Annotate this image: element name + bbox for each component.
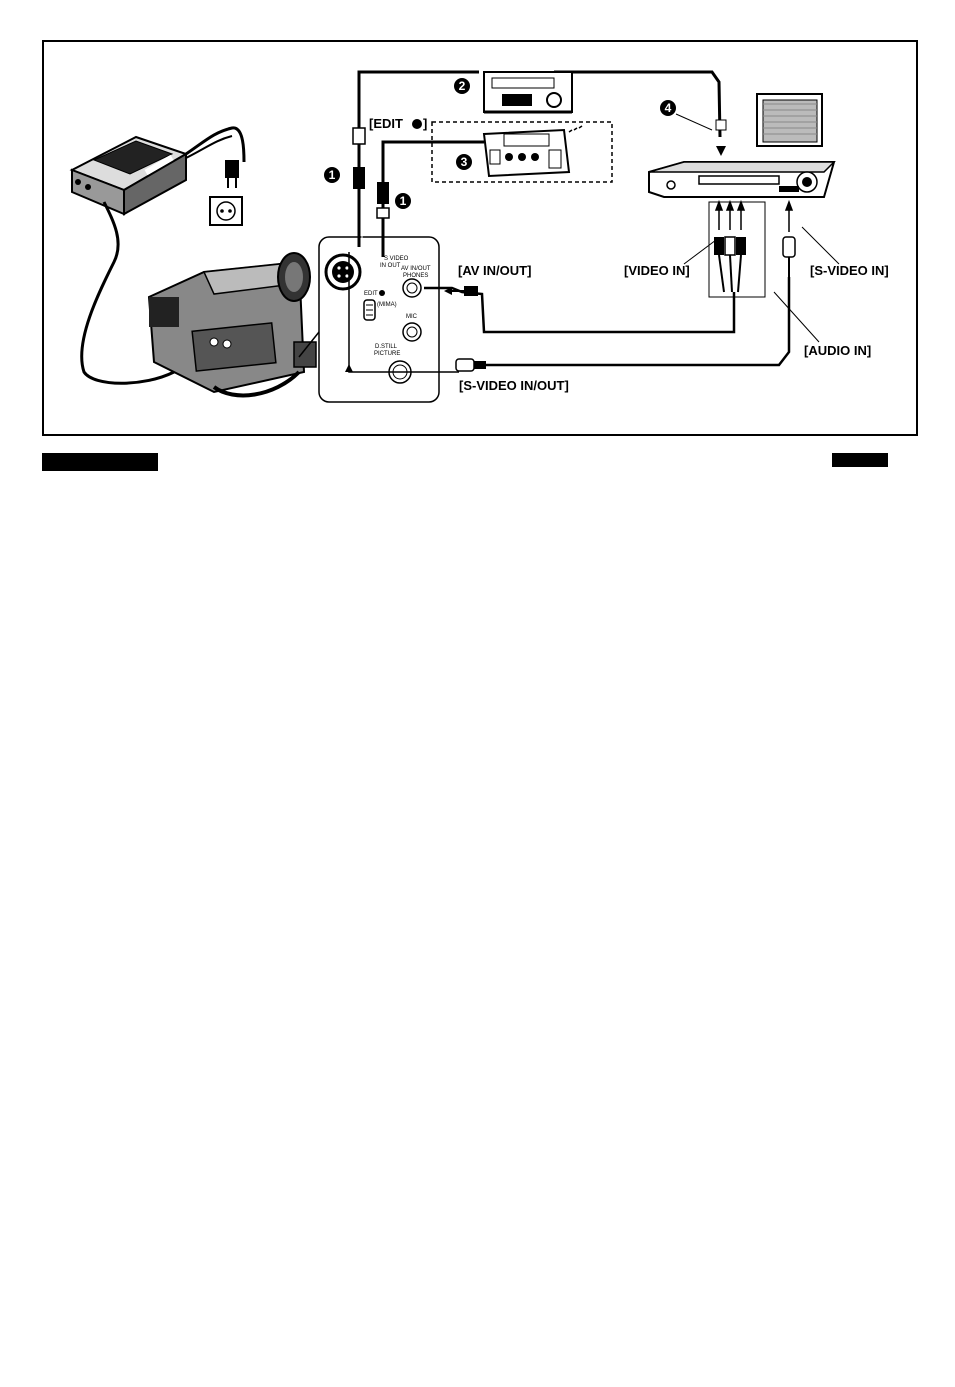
svg-text:4: 4 (665, 101, 672, 115)
page-bar-right (832, 453, 888, 467)
connection-diagram: S VIDEO IN OUT AV IN/OUT PHONES EDIT (MI… (42, 40, 918, 436)
svg-text:1: 1 (400, 194, 407, 208)
vcr-illustration (649, 162, 834, 197)
callout-2-badge: 2 (454, 78, 470, 94)
video-in-label: [VIDEO IN] (624, 263, 690, 278)
audio-in-label: [AUDIO IN] (804, 343, 871, 358)
panel-s-video-label-2: IN OUT (380, 263, 401, 269)
callout-1-badge: 1 (324, 167, 340, 183)
plug-icon (225, 160, 239, 188)
edit-jack-label: [EDIT (369, 116, 403, 131)
camcorder-illustration (149, 253, 316, 395)
svg-text:2: 2 (459, 79, 466, 93)
edit-jack-label-end: ] (423, 116, 427, 131)
callout-4-badge: 4 (660, 100, 676, 116)
rca-plugs-icon (709, 202, 765, 297)
page-bar-left (42, 453, 158, 471)
panel-still-label-2: PICTURE (374, 351, 400, 357)
s-video-plug-2-icon (456, 359, 486, 371)
s-video-in-out-label: [S-VIDEO IN/OUT] (459, 378, 569, 393)
panel-av-label: AV IN/OUT (401, 266, 431, 272)
panel-still-label: D.STILL (375, 344, 398, 350)
panel-av-label-2: PHONES (403, 273, 428, 279)
av-in-out-label: [AV IN/OUT] (458, 263, 531, 278)
wall-socket-icon (210, 197, 242, 225)
s-video-in-label: [S-VIDEO IN] (810, 263, 889, 278)
tv-illustration (757, 94, 822, 146)
callout-1b-badge: 1 (395, 193, 411, 209)
svg-text:3: 3 (461, 155, 468, 169)
svg-text:1: 1 (329, 168, 336, 182)
recorder-deck-illustration (484, 72, 572, 112)
jack-panel: S VIDEO IN OUT AV IN/OUT PHONES EDIT (MI… (319, 237, 439, 402)
edit-jack-symbol-icon (412, 119, 422, 129)
panel-mic-label: MIC (406, 314, 418, 320)
edit-controller-illustration (484, 126, 582, 176)
panel-s-video-label: S VIDEO (384, 256, 409, 262)
panel-edit-label: EDIT (364, 291, 378, 297)
s-video-in-plug-icon (783, 237, 795, 277)
callout-3-badge: 3 (456, 154, 472, 170)
input-arrows (716, 202, 792, 232)
panel-remote-label: (MIMA) (377, 302, 397, 308)
